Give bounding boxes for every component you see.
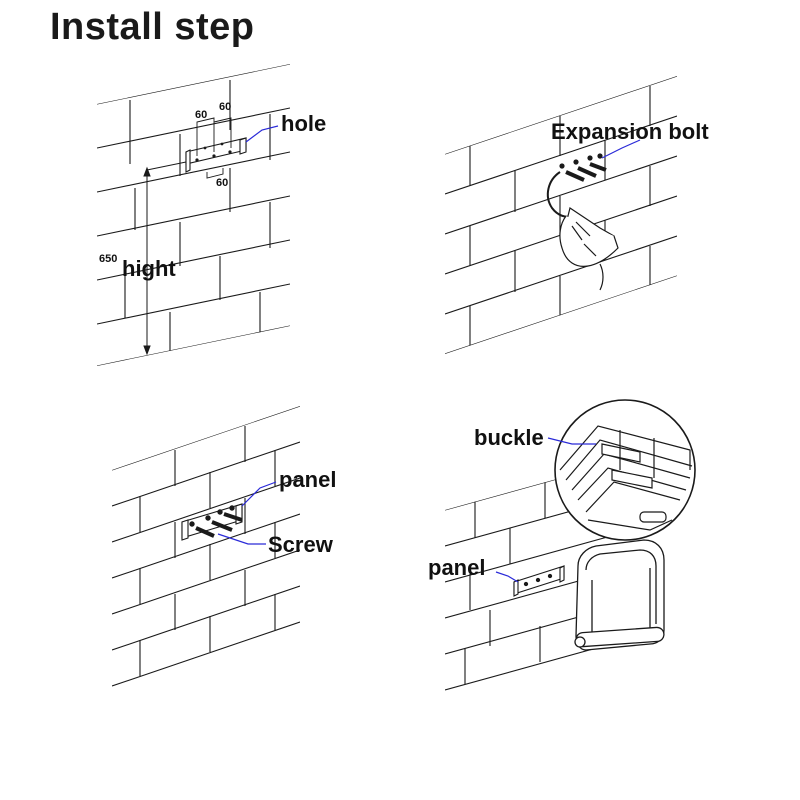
step3-panel: panel Screw <box>112 406 336 687</box>
screws <box>189 505 243 538</box>
hole-marks <box>195 142 232 162</box>
leader-line <box>245 125 279 143</box>
leader-line <box>601 139 641 159</box>
step2-panel: Expansion bolt <box>445 76 709 354</box>
dimension-label: 60 <box>216 177 228 189</box>
buckle-label: buckle <box>474 425 544 450</box>
height-label: hight <box>122 256 176 281</box>
brick-wall <box>97 64 290 366</box>
mounting-panel <box>513 565 565 597</box>
leader-line <box>495 571 519 583</box>
buckle-detail-magnifier <box>554 399 696 541</box>
dimension-label: 60 <box>219 101 231 113</box>
step1-panel: 60 60 60 hole 650 hight <box>97 64 326 366</box>
panel-label: panel <box>428 555 485 580</box>
folding-seat <box>574 539 665 651</box>
dimension-lines <box>196 117 232 179</box>
dimension-label: 60 <box>195 109 207 121</box>
screw-label: Screw <box>268 532 334 557</box>
leader-line <box>217 533 266 545</box>
leader-line <box>241 481 277 507</box>
height-value: 650 <box>99 253 117 265</box>
leader-line <box>547 437 596 445</box>
height-dimension <box>143 161 187 356</box>
brick-wall <box>112 406 300 687</box>
expansion-bolts <box>559 153 607 182</box>
panel-label: panel <box>279 467 336 492</box>
page-title: Install step <box>50 6 255 48</box>
step4-panel: panel buckle <box>428 399 696 698</box>
drill-icon <box>546 171 619 291</box>
hole-label: hole <box>281 111 326 136</box>
expansion-bolt-label: Expansion bolt <box>551 119 709 144</box>
